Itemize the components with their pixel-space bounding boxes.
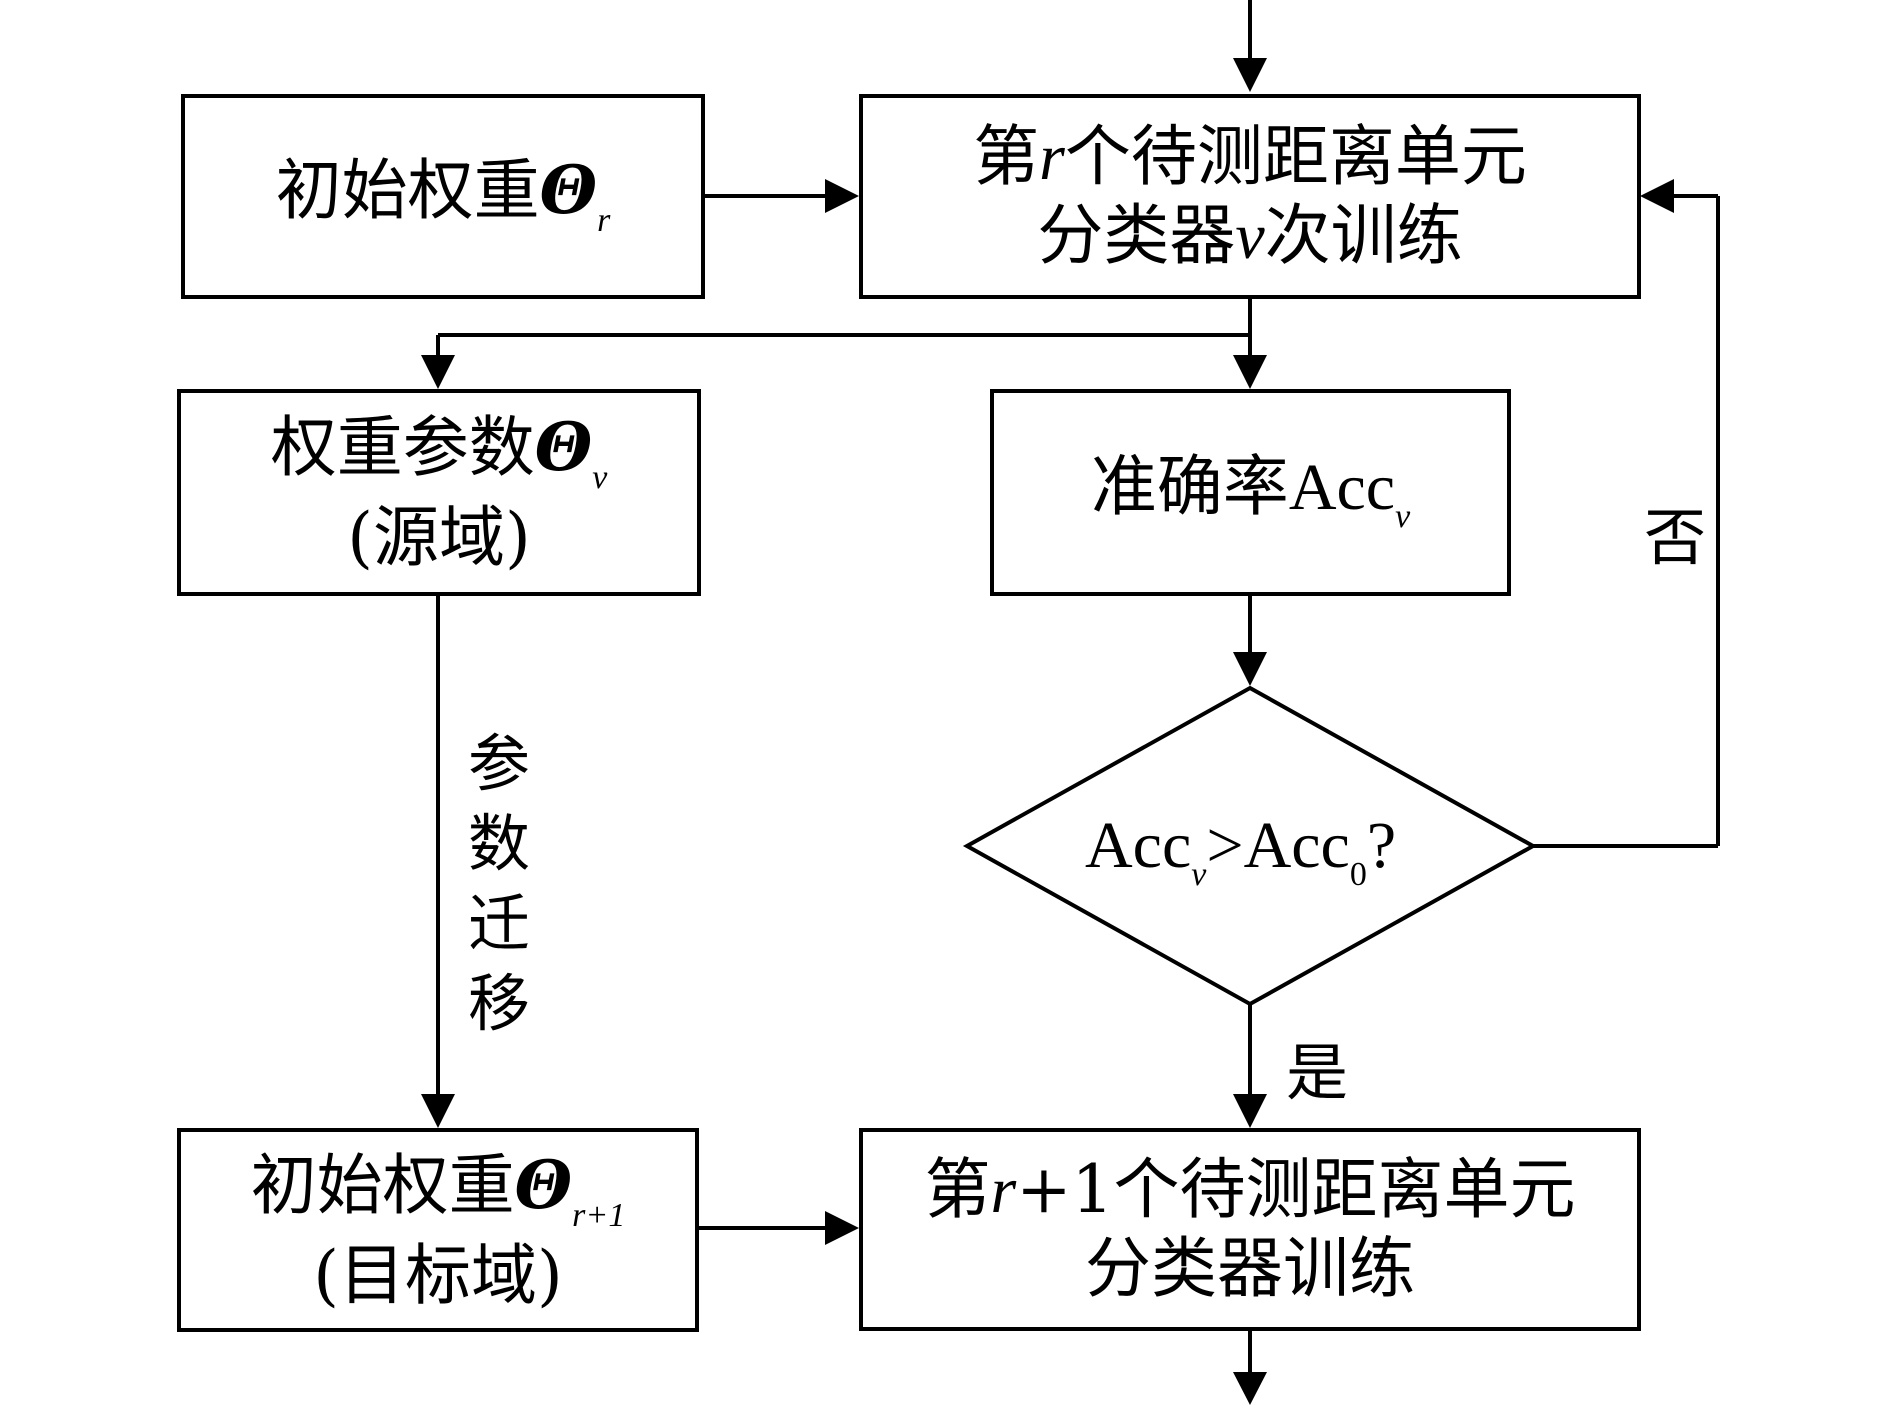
theta-symbol: Θ — [534, 408, 593, 486]
text: 第 — [924, 1151, 991, 1228]
subscript: r — [597, 202, 611, 239]
box-initial-weights-r: 初始权重Θr — [181, 94, 705, 299]
label-text: 初始权重 — [275, 152, 540, 229]
arrowhead-acc-to-decision — [1233, 652, 1267, 686]
var-r: r — [1039, 120, 1065, 194]
label-text: 权重参数 — [270, 409, 535, 486]
text: 个待测距离单元 — [1064, 117, 1527, 195]
box-initial-weights-r-line1: 初始权重Θr — [276, 151, 611, 242]
label-text: 准确率 — [1090, 447, 1289, 525]
box-training-r1-line2: 分类器训练 — [1085, 1230, 1415, 1307]
acc-text: Acc — [1288, 450, 1396, 524]
arrowhead-no-back — [1640, 179, 1674, 213]
box-initial-weights-r1: 初始权重Θr+1 (目标域) — [177, 1128, 699, 1332]
label-no: 否 — [1644, 501, 1707, 574]
box-weights-v-line2: (源域) — [347, 499, 531, 576]
subscript: v — [1395, 497, 1411, 535]
box-training-r-line1: 第r个待测距离单元 — [973, 118, 1527, 197]
question-mark: ? — [1366, 809, 1397, 882]
theta-symbol: Θ — [514, 1145, 573, 1224]
box-training-r: 第r个待测距离单元 分类器v次训练 — [859, 94, 1641, 299]
subscript-right: 0 — [1349, 856, 1367, 893]
arrowhead-top-in — [1233, 58, 1267, 92]
subscript: r+1 — [572, 1196, 626, 1234]
label-transfer-char: 参 — [467, 727, 530, 800]
text: 分类器 — [1037, 196, 1236, 274]
arrowhead-init-to-train — [825, 179, 859, 213]
box-accuracy: 准确率Accv — [990, 389, 1511, 596]
label-parameter-transfer: 参 数 迁 移 — [464, 724, 534, 1044]
text: +1个待测距离单元 — [1016, 1151, 1576, 1228]
decision-condition: Accv>Acc0? — [1085, 808, 1397, 893]
box-initial-weights-r1-line2: (目标域) — [313, 1236, 563, 1314]
box-training-r1-line1: 第r+1个待测距离单元 — [925, 1151, 1576, 1230]
box-weights-v-line1: 权重参数Θv — [271, 408, 608, 499]
arrowhead-yes-down — [1233, 1094, 1267, 1128]
arrowhead-init1-to-train1 — [825, 1211, 859, 1245]
var-v: v — [1235, 199, 1265, 273]
arrowhead-to-accuracy — [1233, 355, 1267, 389]
arrowhead-to-weights — [421, 355, 455, 389]
arrowhead-bottom-out — [1233, 1372, 1267, 1405]
acc-right: Acc — [1243, 809, 1350, 882]
theta-symbol: Θ — [539, 151, 598, 229]
operator: > — [1206, 809, 1244, 882]
box-weights-v: 权重参数Θv (源域) — [177, 389, 701, 596]
subscript-left: v — [1191, 856, 1207, 893]
subscript: v — [592, 459, 608, 496]
box-accuracy-line1: 准确率Accv — [1091, 448, 1410, 538]
box-training-r1: 第r+1个待测距离单元 分类器训练 — [859, 1128, 1641, 1331]
var-r: r — [990, 1154, 1017, 1227]
box-training-r-line2: 分类器v次训练 — [1037, 197, 1462, 276]
acc-left: Acc — [1085, 809, 1192, 882]
label-transfer-char: 数 — [467, 807, 530, 880]
label-text: 初始权重 — [250, 1146, 515, 1224]
arrowhead-transfer-down — [421, 1094, 455, 1128]
label-yes: 是 — [1286, 1036, 1349, 1109]
text: 次训练 — [1264, 196, 1463, 274]
box-initial-weights-r1-line1: 初始权重Θr+1 — [251, 1146, 626, 1237]
text: 第 — [973, 117, 1040, 195]
label-transfer-char: 迁 — [467, 887, 530, 960]
label-transfer-char: 移 — [467, 967, 530, 1040]
